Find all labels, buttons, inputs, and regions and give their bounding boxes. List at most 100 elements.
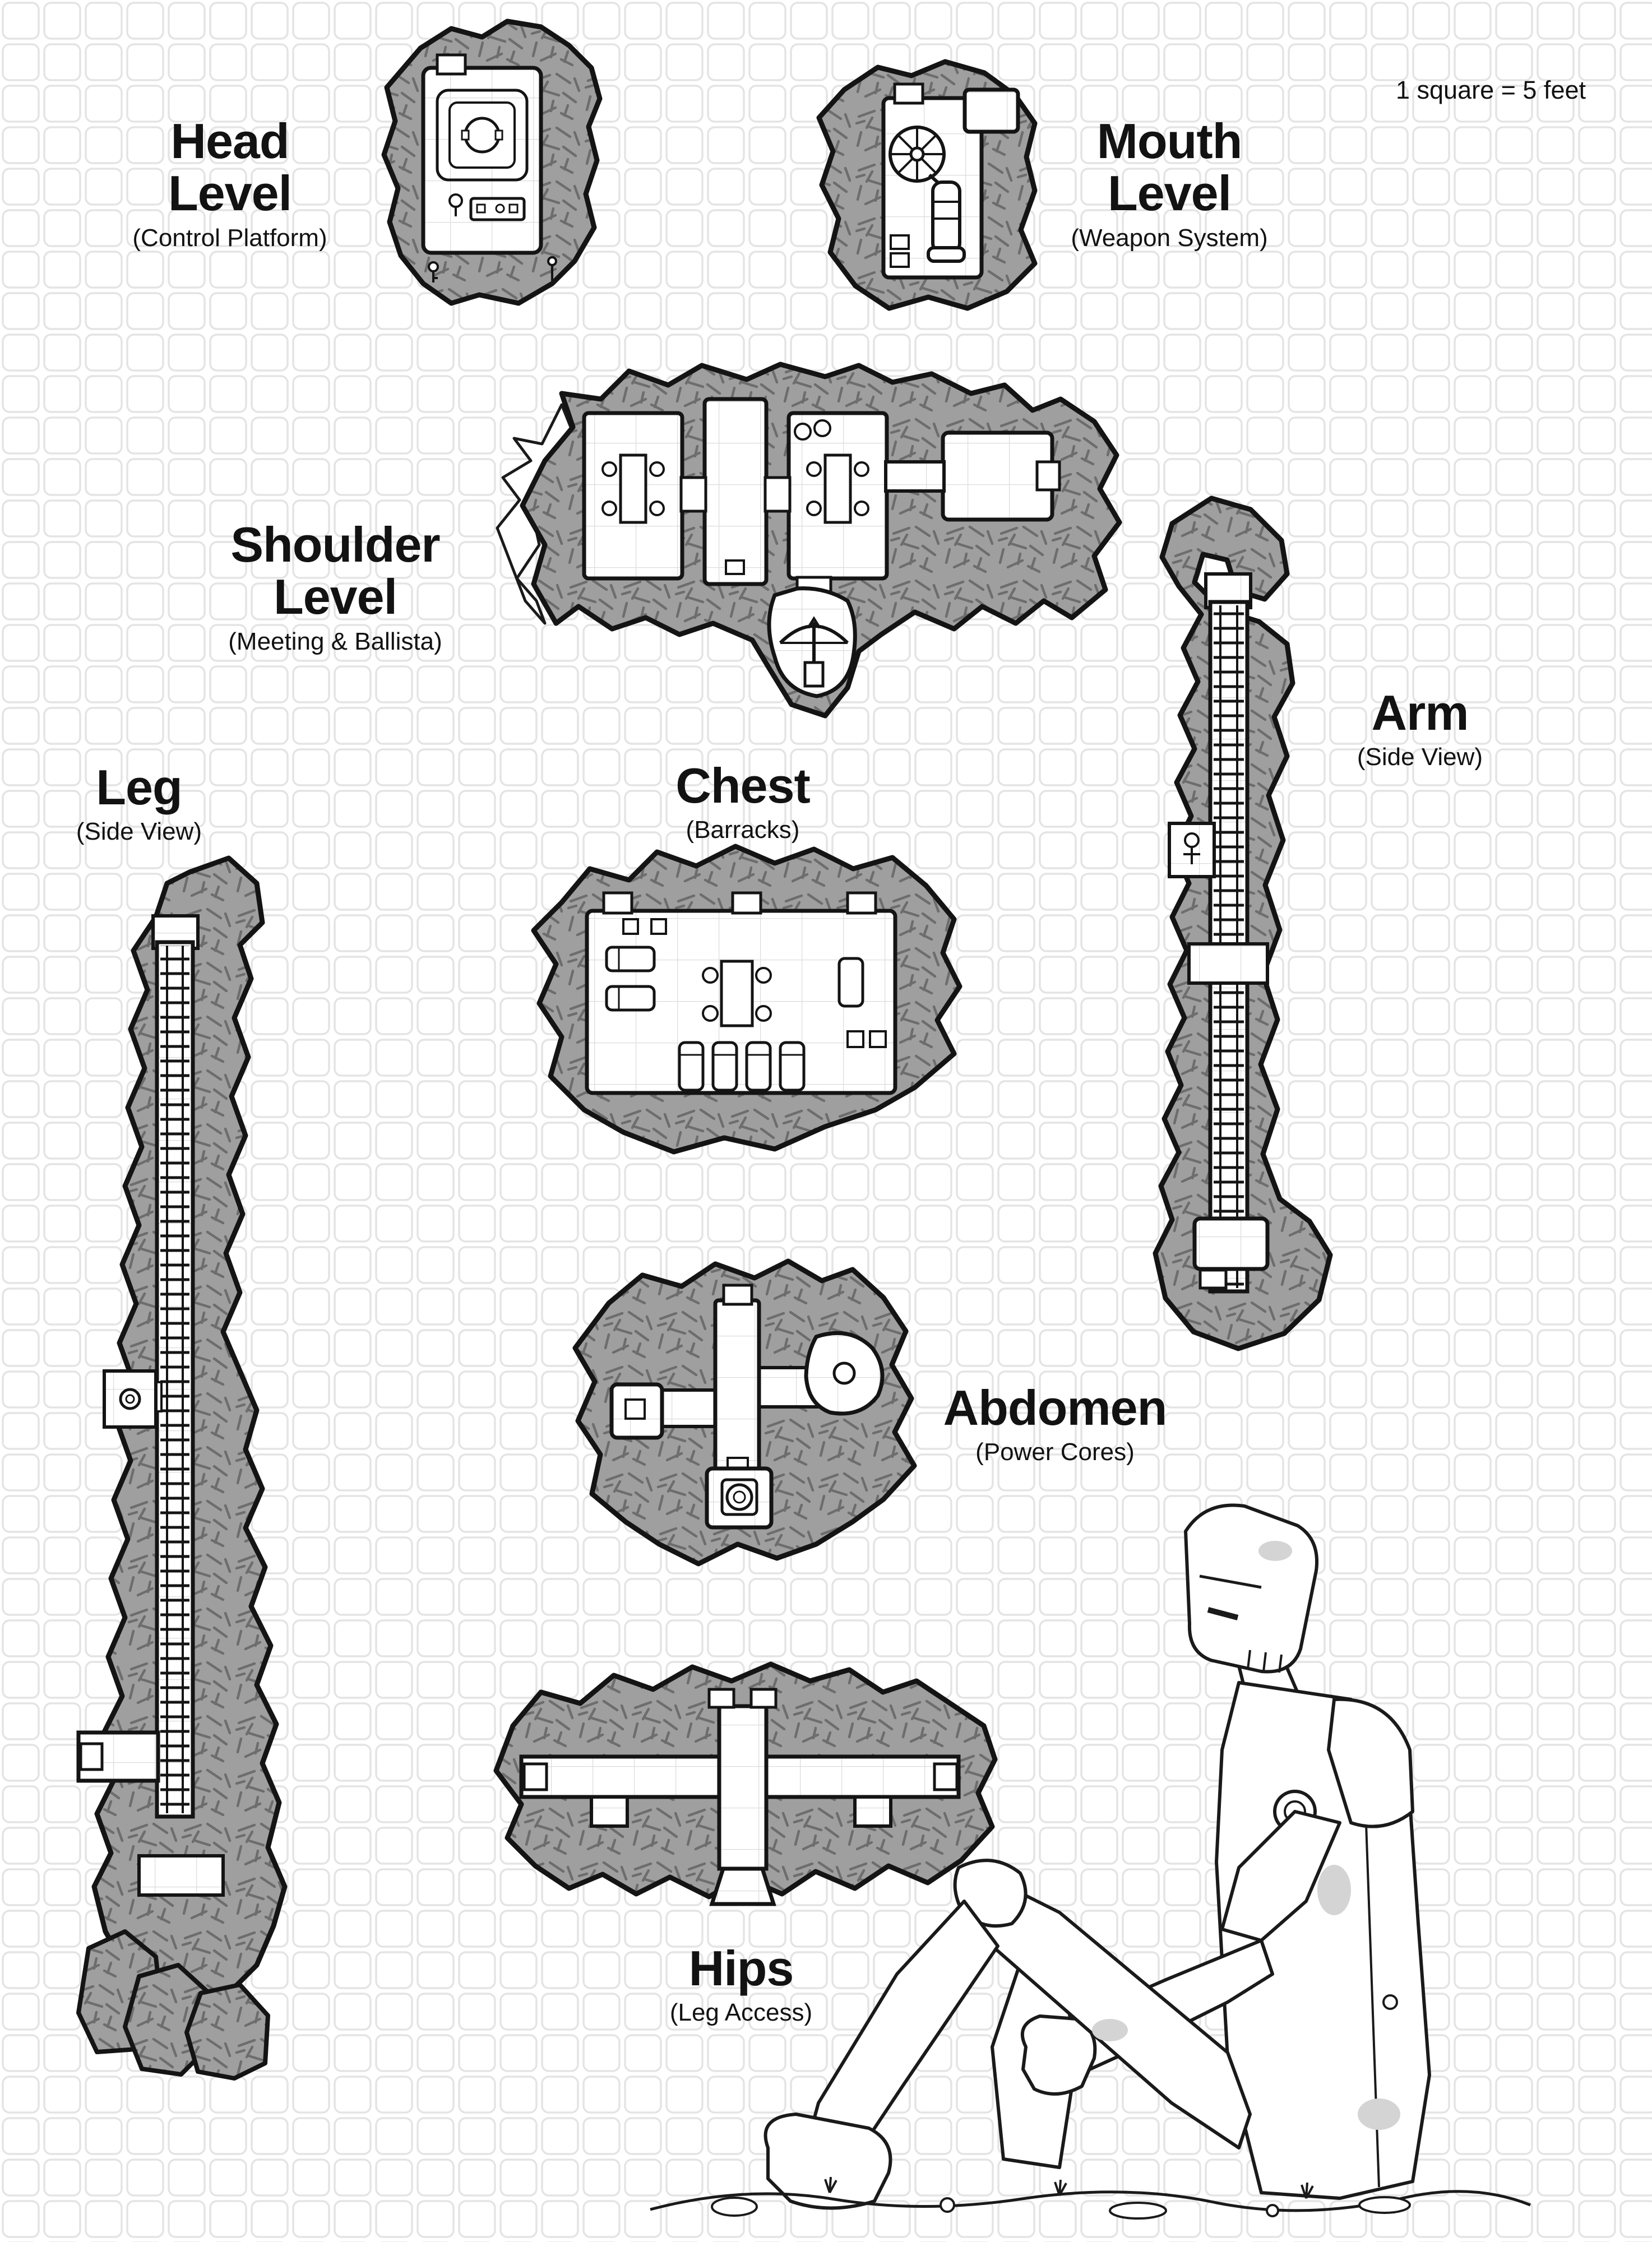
grass-tufts [824,2176,1314,2199]
colossus-bolt [1382,1994,1398,2010]
weapon-wheel-icon [889,126,946,183]
colossus-upper-arm [1220,1810,1341,1942]
chair-icon [622,918,639,935]
colossus-mouth-grill [1247,1650,1283,1673]
door-passage [763,476,792,513]
door-icon [436,53,467,76]
mouth-level-title: Mouth Level [1096,113,1243,221]
bottom-room [1192,1216,1270,1271]
door-icon [933,1762,959,1791]
abdomen-map [572,1258,917,1567]
head-level-title: Head Level [168,113,292,221]
central-corridor [702,397,769,586]
chair-icon [650,918,667,935]
mouth-level-map [816,59,1038,311]
bed-row [678,1041,806,1092]
meeting-table-right [794,419,869,524]
core-orb [832,1361,856,1385]
head-level-subtitle: (Control Platform) [132,224,327,252]
barrel-icon [813,419,831,437]
console-icon [469,197,526,221]
hips-label: Hips (Leg Access) [670,1942,812,2027]
colossus-brow-line [1199,1574,1262,1589]
colossus-head [1184,1503,1318,1674]
ground-rocks [711,2196,1411,2220]
hatch-handle [461,129,470,141]
leg-subtitle: (Side View) [76,818,202,846]
chest-title: Chest [675,758,810,813]
hatch-handle [494,129,503,141]
leg-title: Leg [96,759,182,815]
shoulder-level-subtitle: (Meeting & Ballista) [228,627,442,655]
bed-right [837,957,864,1008]
head-level-map [381,18,603,306]
ballista-icon [779,616,849,688]
hips-title: Hips [688,1940,794,1996]
mid-platform [1187,942,1269,985]
door-icon [722,1284,753,1306]
hips-subtitle: (Leg Access) [669,1999,813,2027]
shaft-junction [723,1760,763,1794]
derelict-colossus-illustration [650,1503,1531,2220]
cannon-muzzle [927,246,966,263]
door-passage [679,476,707,513]
shoulder-level-label: Shoulder Level (Meeting & Ballista) [201,518,470,656]
tool-item-icon [547,256,557,281]
left-leg-stub [590,1795,629,1828]
key-item-icon [428,261,439,282]
moss-blotches [1092,1541,1400,2130]
shoulder-level-map [496,362,1122,719]
gear-icon [119,1388,141,1410]
chest-label: Chest (Barracks) [675,759,810,844]
meeting-table-left [601,453,665,524]
hatch-wheel-icon [464,117,501,154]
door-icon [1035,460,1061,492]
ladder-rungs [160,946,189,1813]
power-core-icon [720,1478,758,1516]
cannon-barrel-icon [931,180,961,254]
ammo-crate-icon [890,234,910,250]
door-icon [893,82,924,105]
door-icon [1198,1268,1228,1290]
leg-label: Leg (Side View) [76,761,202,846]
mouth-level-subtitle: (Weapon System) [1071,224,1268,252]
core-unit [624,1398,646,1420]
hips-map [493,1661,998,1906]
bed-left [605,946,656,1012]
door-icon [707,1688,735,1709]
mouth-level-label: Mouth Level (Weapon System) [1071,115,1267,252]
console-key [508,203,519,214]
door-icon [79,1742,104,1771]
chest-map [531,844,962,1155]
colossus-foot-rubble [763,2113,892,2210]
lever-panel [725,559,745,575]
door-icon [602,891,633,915]
locker-icon [869,1030,887,1048]
console-key [476,203,486,214]
colossus-eye-slit [1207,1607,1239,1620]
arm-subtitle: (Side View) [1357,743,1483,771]
lever-icon [448,193,463,208]
arm-title: Arm [1371,685,1469,740]
barrel-icon [794,423,812,441]
door-icon [749,1688,778,1709]
arm-map [1153,495,1333,1351]
exit-corridor [76,1730,160,1783]
bottom-landing [137,1854,225,1897]
locker-icon [846,1030,864,1048]
door-icon [846,891,877,915]
mouth-annex-room [962,87,1020,134]
leg-map [76,855,288,2081]
colossus-fist [1020,2014,1097,2096]
abdomen-label: Abdomen (Power Cores) [943,1380,1168,1466]
abdomen-title: Abdomen [943,1380,1168,1435]
corridor-to-ballista-room [884,460,946,493]
ground-line [650,2190,1531,2212]
colossus-knee-cap [953,1859,1028,1928]
head-level-label: Head Level (Control Platform) [132,115,328,252]
ammo-crate-icon [890,252,910,268]
mess-table [702,960,772,1027]
right-leg-stub [853,1795,892,1828]
